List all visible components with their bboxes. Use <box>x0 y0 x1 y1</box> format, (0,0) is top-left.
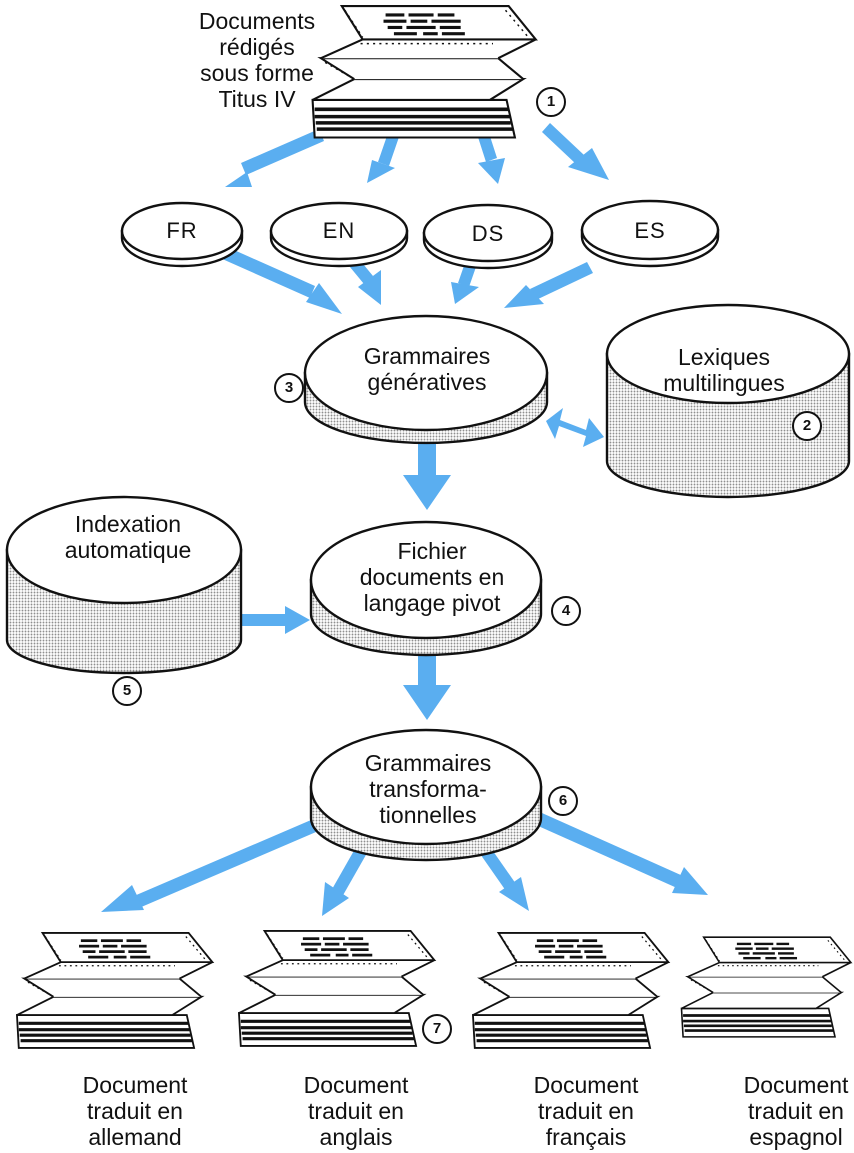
output-document-stack-icon <box>237 929 436 1048</box>
arrow-icon <box>403 439 451 510</box>
marker-5: 5 <box>112 676 142 706</box>
arrow-icon <box>504 285 544 308</box>
disc-fr <box>120 201 244 268</box>
cylinder-icon <box>5 495 243 675</box>
arrow-icon <box>451 282 479 304</box>
arrow-icon <box>225 172 252 187</box>
marker-3: 3 <box>274 373 304 403</box>
arrow-icon <box>403 648 451 720</box>
output-document-stack-icon <box>15 931 214 1050</box>
arrow-icon <box>530 262 593 300</box>
arrow-icon <box>101 885 144 912</box>
marker-4: 4 <box>551 596 581 626</box>
arrow-icon <box>672 867 708 895</box>
language-discs <box>120 199 720 270</box>
arrow-icon <box>499 877 529 911</box>
disc-en <box>269 201 409 268</box>
marker-1: 1 <box>536 87 566 117</box>
disk-icon <box>303 314 549 445</box>
arrow-icon <box>542 123 584 164</box>
marker-7: 7 <box>422 1014 452 1044</box>
arrow-icon <box>306 283 342 314</box>
arrow-icon <box>378 133 399 166</box>
lang-label-fr: FR <box>166 218 198 243</box>
lang-label-en: EN <box>322 218 356 243</box>
lang-label-es: ES <box>634 218 666 243</box>
disc-ds <box>422 203 554 270</box>
marker-6: 6 <box>548 786 578 816</box>
source-document-stack-icon <box>310 4 538 140</box>
arrow-icon <box>199 606 310 634</box>
arrow-icon <box>546 408 604 447</box>
output-document-stack-icon <box>471 931 670 1050</box>
disc-es <box>580 199 720 268</box>
disk-icon <box>309 520 543 657</box>
marker-2: 2 <box>792 411 822 441</box>
arrow-icon <box>367 160 395 183</box>
arrow-icon <box>241 129 324 175</box>
disk-icon <box>309 728 543 862</box>
arrow-icon <box>322 882 349 916</box>
arrow-icon <box>527 809 683 888</box>
cylinder-icon <box>605 303 851 499</box>
arrow-icon <box>568 148 609 180</box>
output-document-stack-icon <box>679 935 853 1039</box>
arrow-icon <box>358 270 381 305</box>
lang-label-ds: DS <box>471 221 505 246</box>
arrow-icon <box>220 246 315 298</box>
arrow-icon <box>478 158 505 184</box>
arrow-icon <box>134 817 323 908</box>
